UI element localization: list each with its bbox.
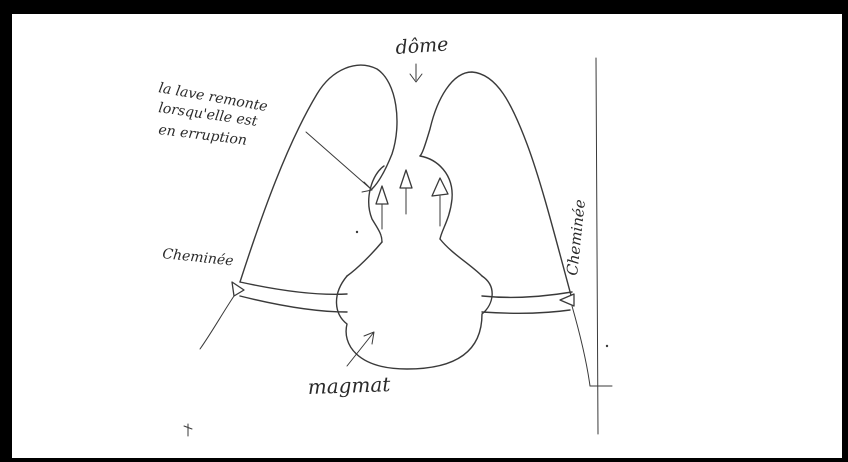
dome-pointer (410, 64, 422, 82)
right-conduit-bottom (482, 310, 570, 313)
left-conduit-bottom (240, 296, 347, 312)
neck-right (440, 239, 482, 276)
volcano-diagram: dôme la lave remonte lorsqu'elle est en … (12, 14, 842, 458)
left-vent-arrow (232, 282, 244, 296)
chimney-left-label: Cheminée (162, 246, 235, 269)
neck-left (347, 242, 382, 276)
magma-chamber (336, 276, 492, 369)
lava-leader-line (306, 132, 372, 192)
magma-label: magmat (307, 372, 391, 399)
upward-arrow-left (376, 186, 388, 229)
right-vent-arrow (560, 294, 574, 306)
left-tail (200, 296, 234, 349)
right-vertical-line (596, 58, 598, 434)
upward-arrow-right (432, 178, 448, 226)
small-mark-bottom-left (184, 424, 192, 436)
upward-arrow-center (400, 170, 412, 214)
dome-chamber-right (420, 156, 452, 239)
small-dot (606, 345, 608, 347)
chimney-right-label: Cheminée (563, 198, 589, 276)
drawing-sheet: dôme la lave remonte lorsqu'elle est en … (12, 14, 842, 458)
small-dot-2 (356, 231, 358, 233)
right-conduit-top (482, 292, 572, 297)
left-conduit-top (240, 282, 347, 294)
dome-label: dôme (395, 33, 449, 59)
